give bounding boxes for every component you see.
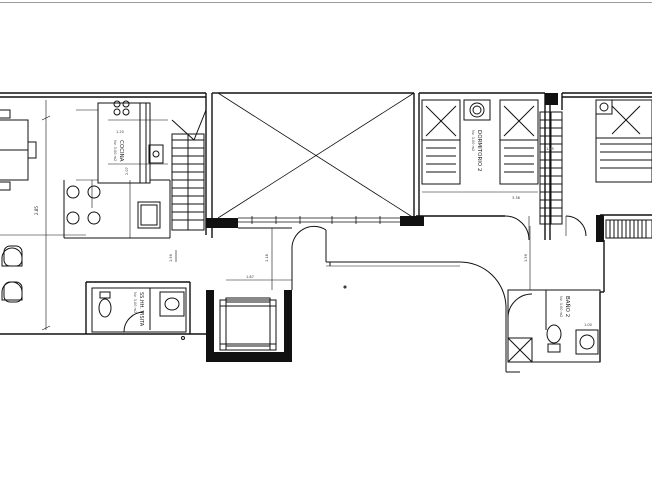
- corridor: [175, 215, 587, 373]
- bath2-label: BAÑO 2: [564, 296, 571, 317]
- dim-bedroom-width: 3.38: [512, 196, 520, 200]
- guest-bath: [91, 287, 187, 333]
- dim-hall-a: 1.18: [265, 254, 269, 262]
- dim-stair-width: 1.45: [546, 147, 554, 151]
- guest-bath-label: SS.HH. VISITA: [138, 292, 144, 327]
- bedroom2-label: DORMITORIO 2: [476, 130, 482, 171]
- elevator-shaft: [219, 297, 277, 351]
- dim-left-bay: 1.56: [169, 254, 173, 262]
- dim-kitchen-top: 1.20: [116, 130, 124, 134]
- kitchen-area-label: Nv. 3.00 m2: [113, 140, 117, 161]
- dim-kitchen-mid: 2.07: [125, 167, 129, 175]
- viewer-top-border: [0, 2, 652, 3]
- dim-living-height: 2.85: [34, 206, 39, 215]
- dim-hall-b: 1.87: [246, 275, 254, 279]
- kitchen-area: [63, 100, 171, 239]
- bedroom-2: [421, 99, 539, 193]
- master-bedroom: [595, 99, 652, 239]
- bath2-area-label: Nv. 3.00 m2: [559, 296, 563, 317]
- bedroom2-area-label: Nv. 3.00 m2: [471, 130, 475, 151]
- dim-bath-height: 1.59: [524, 254, 528, 262]
- kitchen-label: COCINA: [118, 140, 124, 162]
- dining-area: [0, 100, 86, 331]
- stair-right: [539, 111, 563, 225]
- bath-2: [507, 289, 601, 363]
- stair-left: [171, 109, 207, 231]
- guest-bath-area-label: Nv. 3.00 m2: [133, 292, 137, 313]
- open-void: [217, 92, 415, 224]
- solid-wall-segments: [206, 93, 604, 362]
- dim-bath-b: 1.00: [584, 323, 592, 327]
